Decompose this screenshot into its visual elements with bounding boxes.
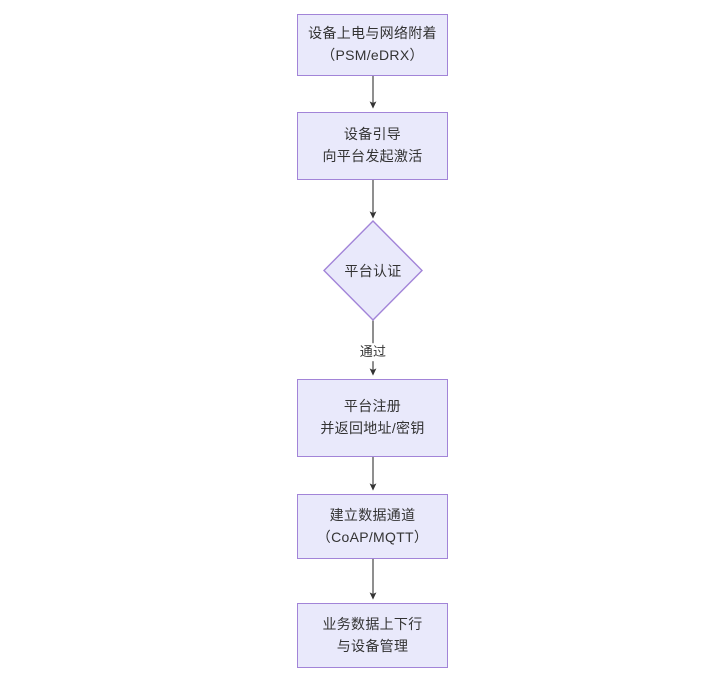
node-line-1: 设备上电与网络附着 [308,25,437,42]
node-line-2: （PSM/eDRX） [321,47,424,63]
node-device-power-on[interactable]: 设备上电与网络附着 （PSM/eDRX） [297,14,448,76]
node-business-data-and-management[interactable]: 业务数据上下行 与设备管理 [297,603,448,668]
node-line-1: 平台注册 [343,398,402,415]
edge-label-pass: 通过 [356,343,390,361]
node-line-2: 向平台发起激活 [322,148,423,164]
node-line-1: 设备引导 [343,126,402,143]
node-line-1: 平台认证 [344,262,402,279]
node-line-1: 业务数据上下行 [322,615,423,632]
node-line-1: 建立数据通道 [329,506,416,523]
node-line-2: 与设备管理 [336,637,409,654]
node-line-2: 并返回地址/密钥 [320,420,425,436]
node-device-bootstrap[interactable]: 设备引导 向平台发起激活 [297,112,448,180]
node-platform-register[interactable]: 平台注册 并返回地址/密钥 [297,379,448,457]
node-line-2: （CoAP/MQTT） [316,528,429,545]
node-establish-data-channel[interactable]: 建立数据通道 （CoAP/MQTT） [297,494,448,559]
decision-diamond-shape [323,220,423,321]
node-platform-auth-decision[interactable]: 平台认证 [324,221,422,320]
